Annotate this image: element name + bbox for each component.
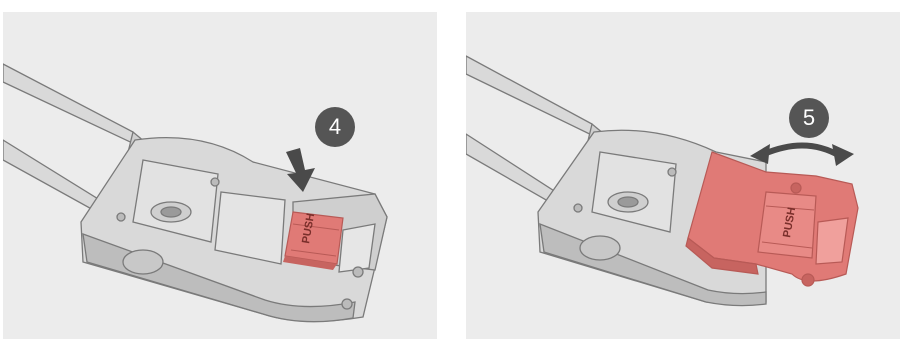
step-5-panel: PUSH 5 bbox=[466, 12, 900, 339]
buckle-step-5-illustration: PUSH bbox=[466, 12, 900, 339]
step-number-badge: 5 bbox=[789, 98, 829, 138]
step-4-panel: PUSH 4 bbox=[3, 12, 437, 339]
buckle-step-4-illustration: PUSH bbox=[3, 12, 437, 339]
step-number-badge: 4 bbox=[315, 107, 355, 147]
rotate-double-arrow-icon bbox=[750, 144, 854, 166]
clasp-lifted-red bbox=[686, 152, 858, 286]
